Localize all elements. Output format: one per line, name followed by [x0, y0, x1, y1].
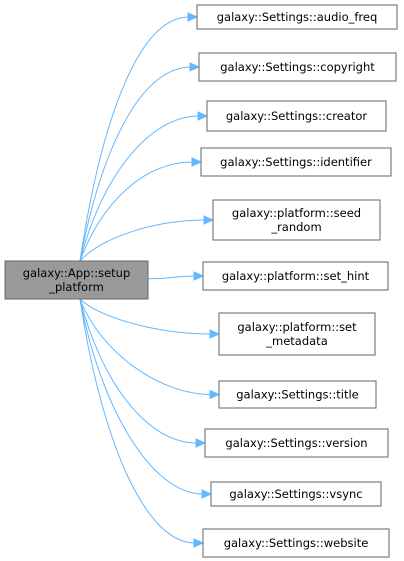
edge-to-target-2	[79, 115, 200, 262]
edge-to-target-4	[79, 219, 206, 262]
target-node-4-label: galaxy::platform::seed	[232, 206, 361, 220]
arrowhead-10	[193, 538, 205, 548]
target-node-6-label: galaxy::platform::set	[237, 320, 357, 334]
target-node-2[interactable]: galaxy::Settings::creator	[206, 100, 387, 132]
target-node-10-label: galaxy::Settings::website	[224, 536, 369, 550]
target-node-6[interactable]: galaxy::platform::set_metadata	[218, 312, 376, 356]
target-node-3-box	[200, 147, 392, 177]
edge-to-target-9	[79, 298, 204, 495]
edge-to-target-10	[79, 298, 196, 544]
target-node-2-label: galaxy::Settings::creator	[226, 109, 367, 123]
root-node-box	[4, 260, 149, 300]
target-node-5-label: galaxy::platform::set_hint	[222, 269, 370, 283]
target-node-8[interactable]: galaxy::Settings::version	[204, 428, 389, 458]
target-node-3-label: galaxy::Settings::identifier	[220, 155, 372, 169]
edge-to-target-1	[79, 66, 192, 262]
arrowhead-1	[189, 62, 201, 72]
target-node-1-box	[198, 52, 397, 82]
target-node-1-label: galaxy::Settings::copyright	[220, 60, 375, 74]
root-node-label: _platform	[48, 280, 104, 294]
arrowhead-0	[187, 12, 199, 22]
root-node[interactable]: galaxy::App::setup_platform	[4, 260, 149, 300]
arrowhead-4	[203, 215, 215, 225]
root-node-label: galaxy::App::setup	[23, 266, 131, 280]
edge-to-target-0	[79, 16, 190, 262]
edge-to-target-8	[79, 298, 198, 444]
target-node-1[interactable]: galaxy::Settings::copyright	[198, 52, 397, 82]
target-node-5-box	[202, 261, 389, 291]
target-node-10-box	[202, 528, 390, 558]
target-node-4-box	[212, 199, 381, 241]
target-node-3[interactable]: galaxy::Settings::identifier	[200, 147, 392, 177]
target-node-6-label: _metadata	[265, 334, 328, 348]
arrowhead-8	[195, 438, 207, 448]
arrowhead-9	[201, 489, 213, 499]
target-node-9-box	[210, 481, 382, 507]
target-node-7-box	[218, 380, 377, 409]
target-node-7[interactable]: galaxy::Settings::title	[218, 380, 377, 409]
edge-to-target-6	[79, 298, 212, 335]
arrowhead-5	[193, 271, 205, 281]
target-node-9-label: galaxy::Settings::vsync	[229, 487, 362, 501]
target-node-7-label: galaxy::Settings::title	[236, 388, 359, 402]
target-node-8-box	[204, 428, 389, 458]
edge-to-target-7	[79, 298, 212, 395]
target-node-10[interactable]: galaxy::Settings::website	[202, 528, 390, 558]
target-node-2-box	[206, 100, 387, 132]
target-node-0-box	[196, 4, 398, 30]
arrowhead-2	[197, 111, 209, 121]
target-node-9[interactable]: galaxy::Settings::vsync	[210, 481, 382, 507]
edge-to-target-3	[79, 161, 194, 262]
arrowhead-7	[209, 389, 221, 400]
edge-to-target-5	[147, 275, 196, 280]
target-node-6-box	[218, 312, 376, 356]
target-node-8-label: galaxy::Settings::version	[225, 436, 367, 450]
arrowhead-3	[191, 157, 203, 167]
target-node-5[interactable]: galaxy::platform::set_hint	[202, 261, 389, 291]
target-node-0-label: galaxy::Settings::audio_freq	[217, 10, 378, 24]
target-node-0[interactable]: galaxy::Settings::audio_freq	[196, 4, 398, 30]
target-node-4[interactable]: galaxy::platform::seed_random	[212, 199, 381, 241]
arrowhead-6	[209, 329, 221, 339]
target-node-4-label: _random	[270, 220, 321, 234]
